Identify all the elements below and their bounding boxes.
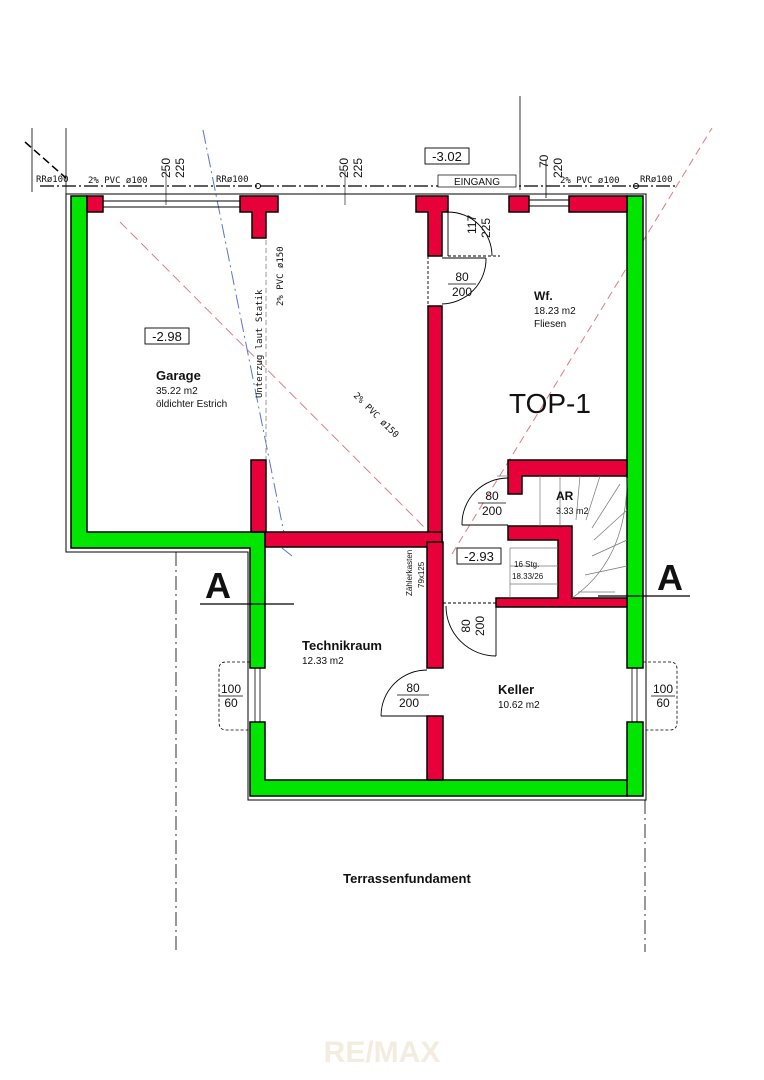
entrance-box (437, 174, 517, 188)
window-top-right (529, 199, 569, 207)
building-outline (65, 193, 647, 801)
door-entrance-width: 117 (465, 215, 479, 234)
room-wf-area: 18.23 m2 (534, 306, 576, 317)
door-d1-width: 80 (455, 270, 469, 284)
guide-lines (119, 127, 713, 952)
window-left (218, 661, 261, 731)
meter-box-label: Zählerkasten (405, 550, 414, 596)
door-entrance-height: 225 (479, 218, 493, 238)
door-d2-width: 80 (485, 489, 499, 503)
room-garage-floor: öldichter Estrich (156, 399, 227, 410)
door-wf (427, 256, 487, 306)
level-box-top (424, 147, 470, 165)
room-keller-name: Keller (498, 682, 534, 697)
door-stairs (461, 477, 509, 526)
pipe-rr-mid: RRø100 (216, 175, 249, 185)
pipe-pvc-right: 2% PVC ø100 (560, 176, 620, 186)
door-technik (380, 669, 428, 717)
room-garage-name: Garage (156, 368, 201, 383)
dim-a2: 225 (173, 158, 187, 178)
door-d2-height: 200 (482, 504, 502, 518)
interior-walls (86, 195, 628, 781)
room-ar-area: 3.33 m2 (556, 506, 589, 516)
entrance-label: EINGANG (454, 177, 500, 188)
dim-a1: 250 (159, 158, 173, 178)
pipe-rr-left: RRø100 (36, 175, 69, 185)
door-d3-height: 200 (399, 696, 419, 710)
pipe-pvc-left: 2% PVC ø100 (88, 176, 148, 186)
door-d4-height: 200 (473, 616, 487, 636)
staircase (497, 475, 628, 599)
room-wf-name: Wf. (534, 289, 553, 303)
door-d1-height: 200 (452, 285, 472, 299)
dim-b1: 250 (337, 158, 351, 178)
level-box-stairs (456, 547, 502, 565)
pipe-pvc-diagonal: 2% PVC ø150 (351, 391, 400, 440)
window-left-height: 60 (224, 696, 238, 710)
pipe-pvc-vertical: 2% PVC ø150 (276, 246, 286, 306)
door-entrance (447, 211, 500, 257)
level-stairs: -2.93 (464, 549, 494, 564)
door-keller (443, 602, 497, 657)
dim-c1: 70 (537, 154, 551, 168)
section-label-right: A (657, 557, 683, 598)
pipe-rr-right: RRø100 (640, 175, 673, 185)
level-box-garage (144, 327, 190, 345)
foundation-label: Terrassenfundament (343, 871, 471, 886)
door-d3-width: 80 (406, 681, 420, 695)
stair-size: 18.33/26 (512, 572, 544, 581)
window-top-left (103, 200, 240, 208)
level-top: -3.02 (432, 149, 462, 164)
window-right-height: 60 (656, 696, 670, 710)
stair-count: 16 Stg. (514, 560, 539, 569)
room-garage-area: 35.22 m2 (156, 386, 198, 397)
window-right (631, 661, 678, 731)
watermark-logo: RE/MAX (324, 1036, 441, 1069)
drain-pipe-line (24, 96, 676, 205)
room-technik-area: 12.33 m2 (302, 656, 344, 667)
dim-c2: 220 (551, 158, 565, 178)
unterzug-label: Unterzug laut Statik (255, 289, 265, 398)
dim-b2: 225 (351, 158, 365, 178)
room-technik-name: Technikraum (302, 638, 382, 653)
room-keller-area: 10.62 m2 (498, 700, 540, 711)
door-d4-width: 80 (459, 619, 473, 633)
meter-box-size: 79x125 (417, 561, 426, 588)
room-ar-name: AR (556, 489, 574, 503)
window-left-width: 100 (221, 682, 241, 696)
section-label-left: A (205, 565, 231, 606)
unit-label: TOP-1 (509, 388, 591, 419)
window-right-width: 100 (653, 682, 673, 696)
level-garage: -2.98 (152, 329, 182, 344)
room-wf-floor: Fliesen (534, 319, 566, 330)
exterior-walls (70, 195, 644, 797)
